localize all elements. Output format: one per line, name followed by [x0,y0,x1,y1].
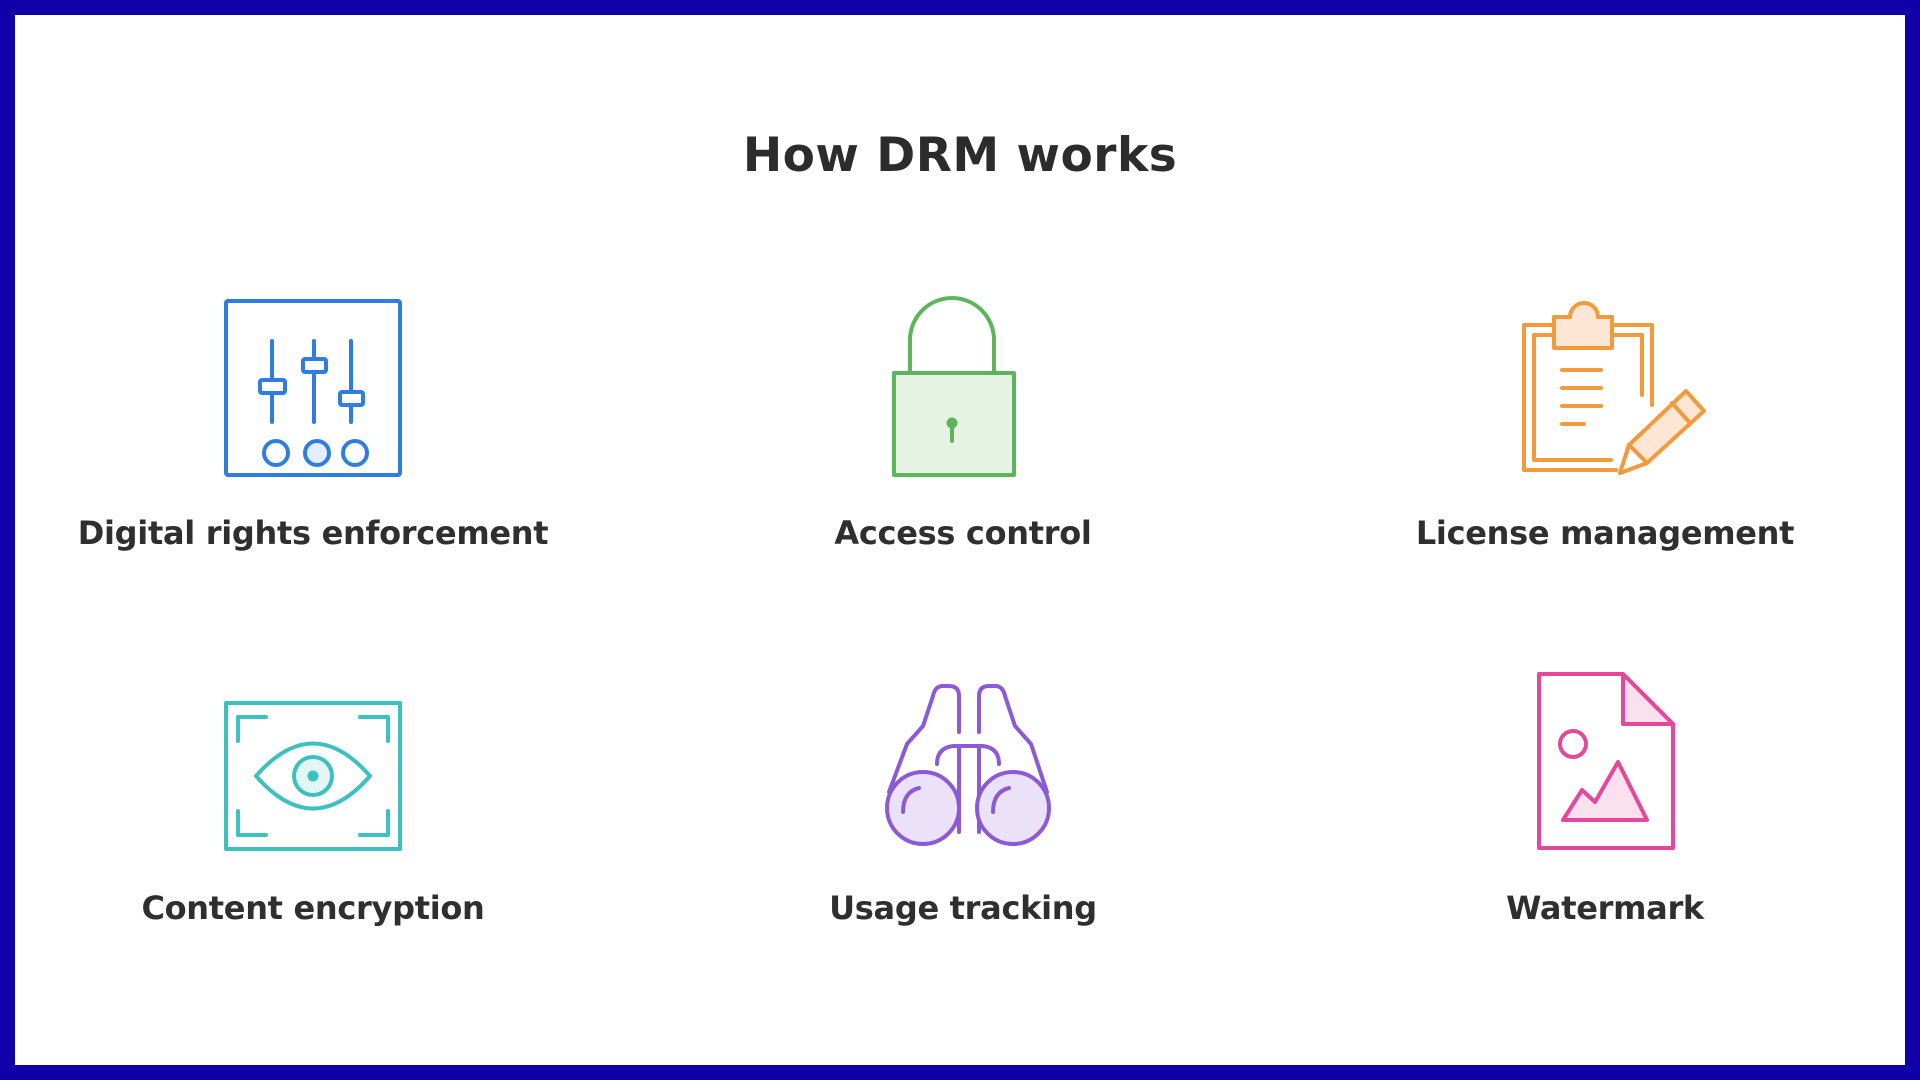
feature-access-control: Access control [663,290,1263,570]
feature-label: Watermark [1506,889,1704,927]
feature-label: Usage tracking [829,889,1097,927]
binoculars-icon [883,682,1053,852]
feature-usage-tracking: Usage tracking [663,665,1263,945]
feature-label: Digital rights enforcement [77,514,549,552]
feature-watermark: Watermark [1305,665,1905,945]
image-document-icon [1537,672,1677,852]
page-frame [15,15,1905,1065]
padlock-icon [890,295,1018,480]
sliders-icon [224,299,404,479]
clipboard-pencil-icon [1516,295,1706,480]
feature-license-management: License management [1305,290,1905,570]
feature-label: Content encryption [141,889,485,927]
feature-label: Access control [834,514,1092,552]
feature-label: License management [1415,514,1795,552]
feature-digital-rights-enforcement: Digital rights enforcement [13,290,613,570]
page-title: How DRM works [742,128,1178,183]
feature-content-encryption: Content encryption [13,665,613,945]
eye-scan-icon [224,701,404,853]
